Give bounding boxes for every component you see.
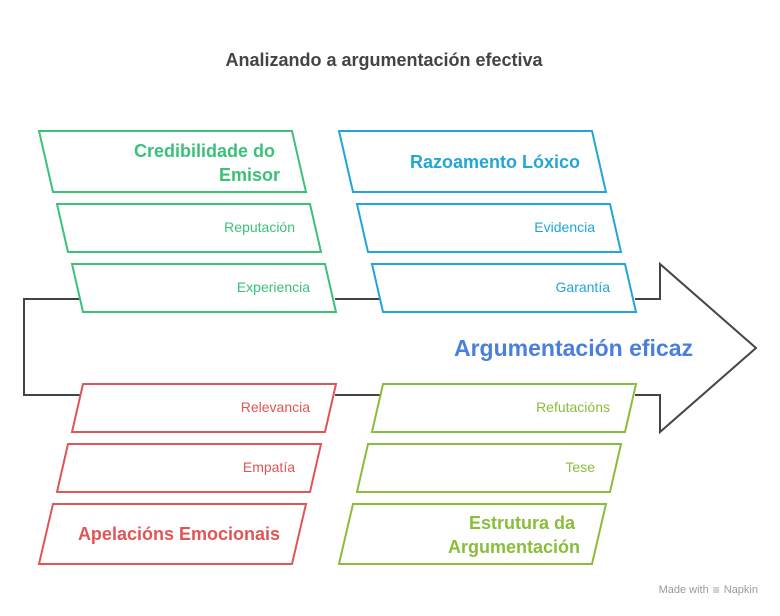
heading-text: Apelacións Emocionais	[78, 524, 280, 544]
item-box	[355, 203, 623, 253]
watermark-prefix: Made with	[658, 584, 709, 596]
item-box	[370, 263, 638, 313]
item-box	[70, 263, 338, 313]
heading-box	[37, 503, 308, 565]
item-box	[55, 443, 323, 493]
item-text: Tese	[565, 459, 595, 475]
item-box	[55, 203, 323, 253]
watermark: Made with ≡ Napkin	[659, 583, 758, 597]
heading-text: Estrutura da Argumentación	[448, 513, 580, 557]
item-text: Garantía	[556, 279, 611, 295]
item-text: Relevancia	[241, 399, 310, 415]
item-box	[70, 383, 338, 433]
diagram-title: Analizando a argumentación efectiva	[225, 50, 543, 70]
napkin-logo-icon: ≡	[712, 583, 720, 597]
item-text: Evidencia	[534, 219, 595, 235]
heading-box	[337, 503, 608, 565]
item-text: Empatía	[243, 459, 295, 475]
item-text: Experiencia	[237, 279, 310, 295]
heading-box	[37, 130, 308, 193]
center-label: Argumentación eficaz	[454, 335, 693, 361]
item-text: Refutacións	[536, 399, 610, 415]
heading-text: Razoamento Lóxico	[410, 152, 580, 172]
item-box	[370, 383, 638, 433]
group-apelacions: Relevancia Empatía Apelacións Emocionais	[37, 383, 338, 565]
heading-box	[337, 130, 608, 193]
item-box	[355, 443, 623, 493]
group-credibilidade: Credibilidade do Emisor Reputación Exper…	[37, 130, 338, 313]
group-razoamento: Razoamento Lóxico Evidencia Garantía	[337, 130, 638, 313]
watermark-brand: Napkin	[723, 584, 758, 596]
group-estrutura: Refutacións Tese Estrutura da Argumentac…	[337, 383, 638, 565]
spine-arrow	[23, 261, 758, 435]
item-text: Reputación	[224, 219, 295, 235]
heading-text: Credibilidade do Emisor	[134, 141, 280, 185]
